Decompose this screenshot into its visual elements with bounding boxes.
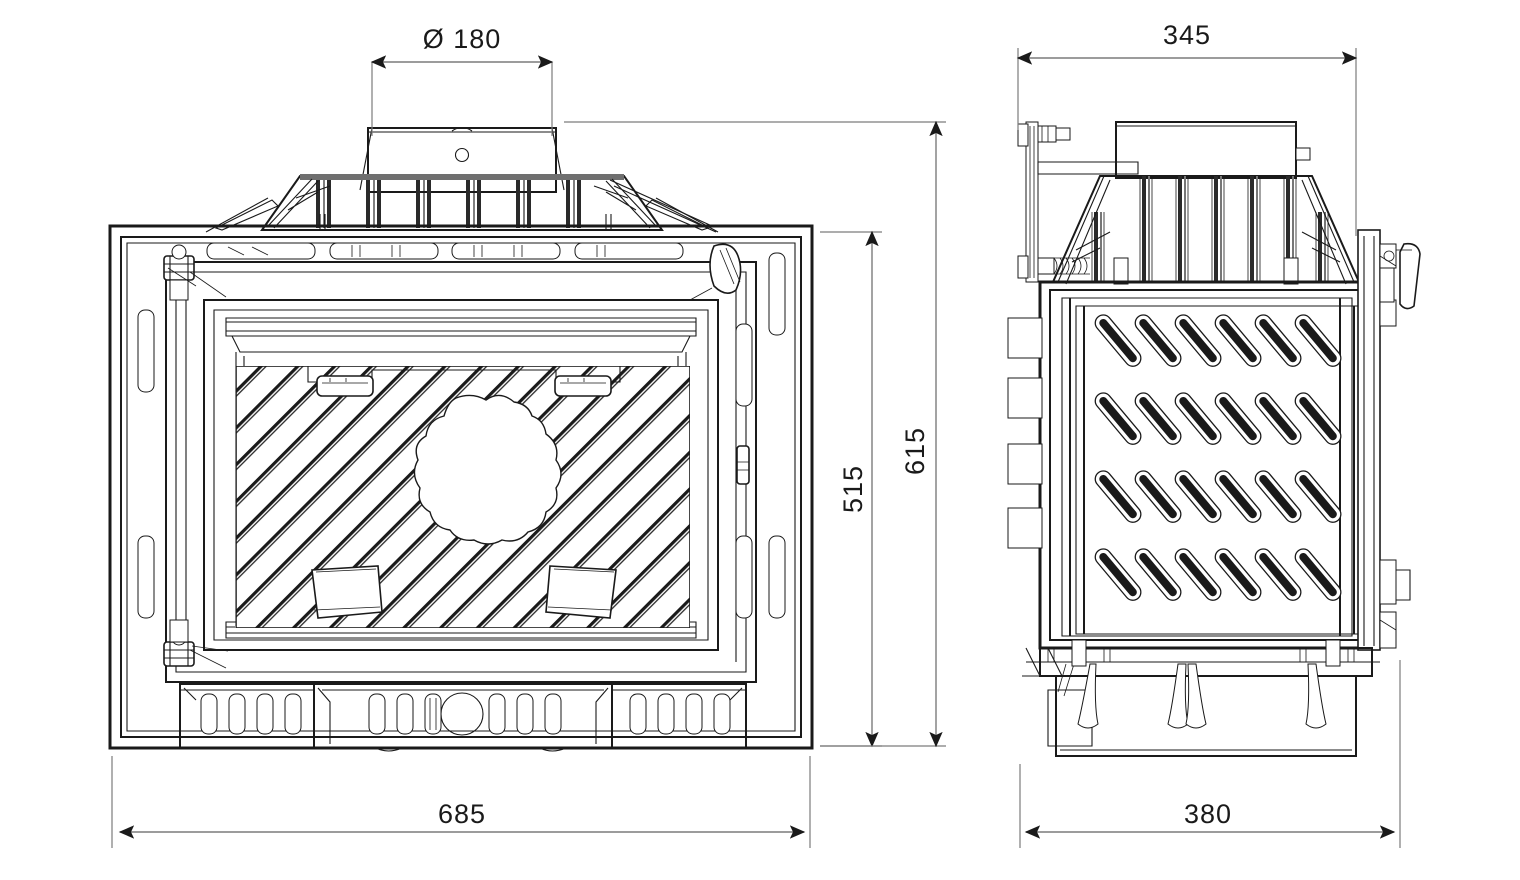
door-hinge-bottom <box>163 619 228 668</box>
dimension-firebox-height: 515 <box>820 230 882 748</box>
door-handle <box>690 243 742 300</box>
side-rib-pattern <box>1094 314 1342 601</box>
firebox-brackets <box>316 375 612 397</box>
rib-row-3 <box>1094 470 1342 523</box>
center-vent-slots <box>368 693 562 735</box>
dimension-label-firebox-height: 515 <box>838 465 868 513</box>
side-hood-struts <box>1057 175 1355 285</box>
side-legs <box>1058 663 1327 729</box>
dimension-label-overall-width: 685 <box>438 799 486 829</box>
hood-top-edge <box>300 174 624 180</box>
side-hood-lower-fins <box>1092 212 1328 282</box>
side-left-duct <box>1007 317 1043 549</box>
side-door-panel <box>1357 229 1381 651</box>
dimension-overall-depth: 380 <box>1019 660 1401 848</box>
left-vent-slots <box>200 693 302 735</box>
flue-collar-hole <box>456 149 469 162</box>
hood-fins <box>316 180 581 228</box>
bracket-spring <box>1053 257 1090 275</box>
front-view <box>110 128 812 752</box>
rib-row-1 <box>1094 314 1342 367</box>
dimension-label-overall-height: 615 <box>900 427 930 475</box>
dimension-label-overall-depth: 380 <box>1184 799 1232 829</box>
door-hinge-top <box>163 244 226 301</box>
dimension-overall-width: 685 <box>111 756 811 848</box>
air-control-knob[interactable] <box>441 693 483 735</box>
rib-row-2 <box>1094 392 1342 445</box>
dimension-overall-height: 615 <box>564 120 946 748</box>
side-base <box>1022 639 1380 756</box>
dimension-label-flue-diameter: Ø 180 <box>423 24 502 54</box>
frame-side-vents <box>137 252 786 619</box>
right-vent-slots <box>629 693 731 735</box>
log-retainer-right <box>545 565 617 619</box>
dimension-body-depth: 345 <box>1016 20 1358 236</box>
side-hood-fins <box>1139 176 1297 282</box>
dimension-flue-diameter: Ø 180 <box>370 24 554 136</box>
side-door-assembly <box>1357 229 1421 651</box>
door-latch <box>736 445 750 485</box>
side-view <box>1007 121 1421 756</box>
firebrick-silhouette <box>413 394 562 545</box>
firebox-interior <box>236 366 690 628</box>
top-vent-slots <box>206 242 684 260</box>
side-mounting-bracket <box>1017 121 1138 283</box>
flue-collar <box>360 128 564 193</box>
rib-row-4 <box>1094 548 1342 601</box>
log-retainer-left <box>311 565 383 619</box>
dimension-label-body-depth: 345 <box>1163 20 1211 50</box>
side-handle-lever[interactable] <box>1399 242 1421 310</box>
